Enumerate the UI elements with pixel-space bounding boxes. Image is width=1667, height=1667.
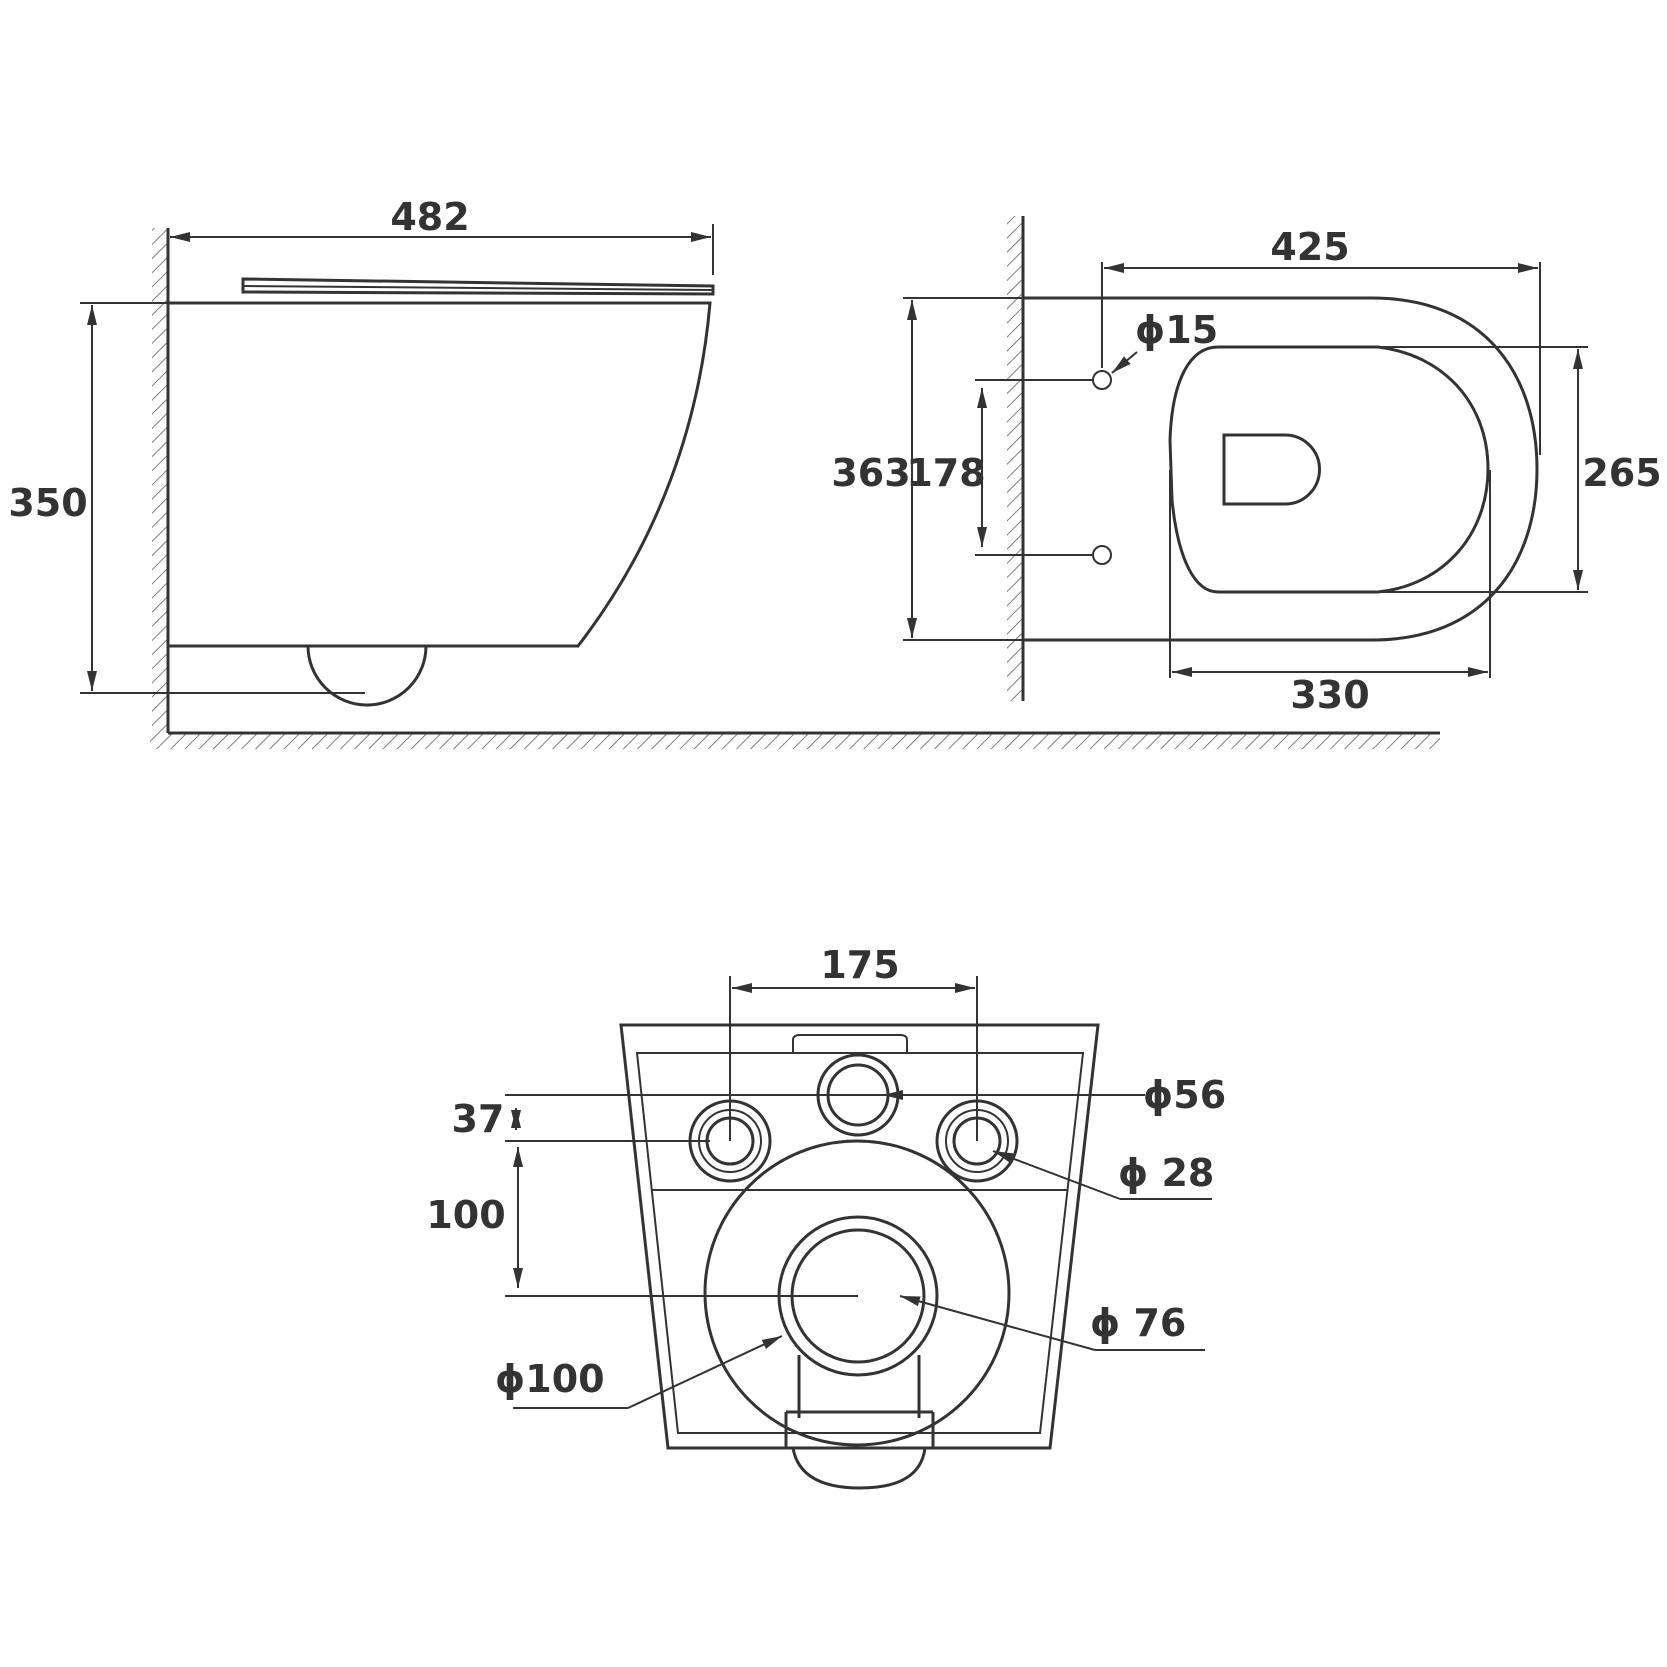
dim-phi28-label: ϕ 28 [1118,1151,1214,1195]
dim-phi56-label: ϕ56 [1143,1073,1226,1117]
dim-330-label: 330 [1290,673,1369,717]
side-seat-line [242,285,714,291]
dim-phi76-label: ϕ 76 [1090,1301,1186,1345]
dim-100-label: 100 [426,1193,505,1237]
back-view: 175 ϕ56 ϕ 28 37 100 ϕ 76 ϕ100 [426,943,1226,1490]
side-wall-hatch [152,228,168,733]
side-bowl-body [168,301,712,648]
top-wall-hatch [1007,216,1023,701]
dim-phi28-leader [992,1150,1121,1200]
floor-hatch [150,733,1440,749]
side-seat-lid [241,277,715,296]
dim-350-label: 350 [8,481,87,525]
dim-37-label: 37 [452,1097,505,1141]
back-pipe-bottom [784,1410,935,1448]
top-fixing-hole-lower [1092,545,1112,565]
dim-phi100-label: ϕ100 [495,1357,605,1401]
back-outlet-plate [703,1139,1011,1447]
dim-482-label: 482 [390,195,469,239]
dim-phi100-leader [627,1335,783,1409]
dim-363-label: 363 [831,451,910,495]
back-inner-outline [635,1052,1085,1434]
back-spigot [791,1447,927,1490]
top-seat-mark [1222,433,1321,506]
dim-425-label: 425 [1270,225,1349,269]
dim-178-label: 178 [906,451,985,495]
top-view: 425 ϕ15 363 178 265 330 [831,216,1662,717]
top-bowl-outline [1023,296,1539,642]
side-outlet-spigot [306,645,428,707]
dim-phi76-leader [899,1295,1096,1351]
back-outer-outline [619,1023,1100,1450]
top-fixing-hole-upper [1092,370,1112,390]
top-seat-outline [1168,345,1490,594]
dim-phi15-label: ϕ15 [1135,308,1218,352]
back-top-notch [792,1034,908,1053]
side-view: 482 350 [8,195,1440,749]
dim-175-label: 175 [820,943,899,987]
dim-phi15-leader [1111,351,1138,374]
dim-265-label: 265 [1582,451,1661,495]
